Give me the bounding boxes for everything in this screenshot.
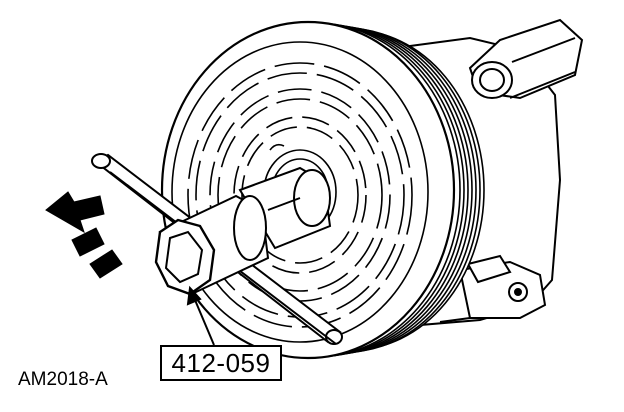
holding-tool-icon (154, 166, 332, 296)
figure-id-label: AM2018-A (18, 369, 108, 390)
rotation-arrow-icon (45, 191, 123, 279)
leader-line-icon (186, 285, 215, 346)
tool-number-label: 412-059 (160, 345, 282, 381)
